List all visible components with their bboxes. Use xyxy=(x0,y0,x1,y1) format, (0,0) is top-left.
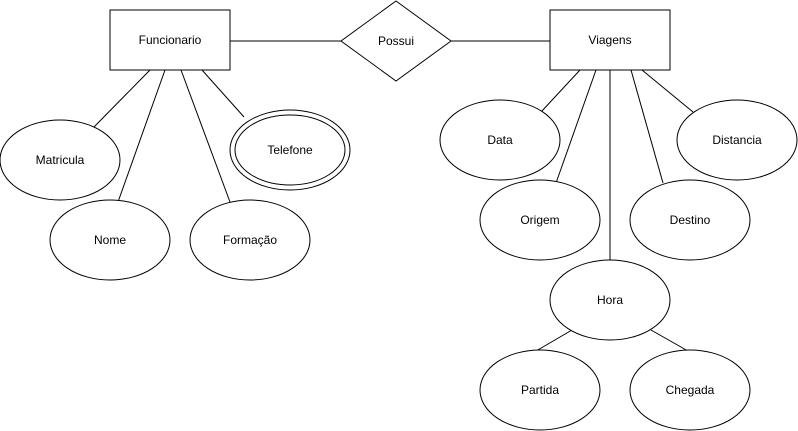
attribute-hora[interactable]: Hora xyxy=(549,259,671,341)
attribute-nome[interactable]: Nome xyxy=(49,199,171,281)
attribute-origem-ellipse xyxy=(479,179,601,261)
edge-viagens-distancia xyxy=(641,69,694,113)
attribute-telefone-label: Telefone xyxy=(267,143,313,157)
edge-viagens-destino xyxy=(630,69,664,184)
entity-funcionario-label: Funcionario xyxy=(139,33,202,47)
entity-viagens-box xyxy=(549,9,671,71)
attribute-nome-ellipse xyxy=(49,199,171,281)
attribute-partida-ellipse xyxy=(479,349,601,431)
attribute-telefone-inner-ellipse xyxy=(234,114,346,186)
attribute-matricula-ellipse xyxy=(0,119,121,201)
attribute-origem-label: Origem xyxy=(520,213,559,227)
attribute-chegada[interactable]: Chegada xyxy=(629,349,751,431)
attribute-hora-label: Hora xyxy=(597,293,623,307)
attribute-partida[interactable]: Partida xyxy=(479,349,601,431)
edge-hora-partida xyxy=(535,329,573,352)
edge-funcionario-telefone xyxy=(201,69,245,118)
attribute-formacao-ellipse xyxy=(189,199,311,281)
attribute-formacao[interactable]: Formação xyxy=(189,199,311,281)
relationship-possui-diamond xyxy=(340,0,452,82)
attribute-telefone[interactable]: Telefone xyxy=(229,109,351,191)
entity-viagens[interactable]: Viagens xyxy=(549,9,671,71)
edge-funcionario-formacao xyxy=(180,69,231,203)
attribute-origem[interactable]: Origem xyxy=(479,179,601,261)
attribute-matricula[interactable]: Matricula xyxy=(0,119,121,201)
edge-viagens-data xyxy=(540,69,581,113)
entity-viagens-label: Viagens xyxy=(588,33,631,47)
attribute-data[interactable]: Data xyxy=(439,99,561,181)
attribute-partida-label: Partida xyxy=(521,383,559,397)
edges xyxy=(93,40,694,352)
attribute-distancia-label: Distancia xyxy=(712,133,762,147)
edge-funcionario-matricula xyxy=(93,69,151,128)
relationship-possui[interactable]: Possui xyxy=(340,0,452,82)
edge-viagens-origem xyxy=(555,69,597,184)
attribute-distancia-ellipse xyxy=(676,99,798,181)
attribute-distancia[interactable]: Distancia xyxy=(676,99,798,181)
edge-funcionario-nome xyxy=(117,69,166,203)
attribute-chegada-ellipse xyxy=(629,349,751,431)
attribute-data-label: Data xyxy=(487,133,513,147)
entity-funcionario[interactable]: Funcionario xyxy=(109,9,231,71)
attribute-destino[interactable]: Destino xyxy=(629,179,751,261)
relationship-possui-label: Possui xyxy=(378,34,414,48)
attribute-matricula-label: Matricula xyxy=(36,153,85,167)
attribute-chegada-label: Chegada xyxy=(666,383,715,397)
attribute-formacao-label: Formação xyxy=(223,233,277,247)
edge-hora-chegada xyxy=(650,329,689,352)
attribute-nome-label: Nome xyxy=(94,233,126,247)
attribute-data-ellipse xyxy=(439,99,561,181)
attribute-hora-ellipse xyxy=(549,259,671,341)
attribute-destino-label: Destino xyxy=(670,213,711,227)
attribute-destino-ellipse xyxy=(629,179,751,261)
entity-funcionario-box xyxy=(109,9,231,71)
